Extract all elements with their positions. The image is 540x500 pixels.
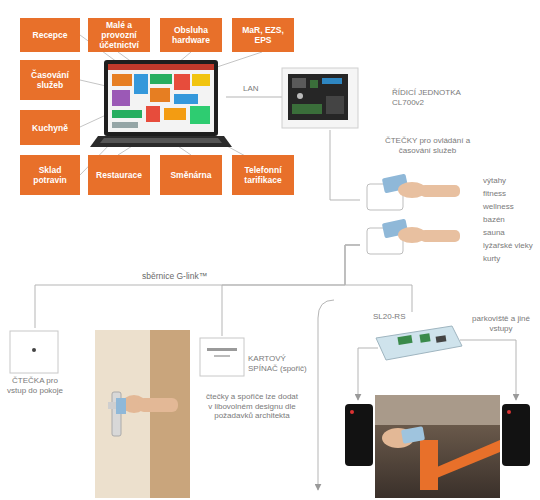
door-illustration [95,330,190,498]
sl20-board-illustration [376,326,462,360]
control-unit-illustration [282,68,358,128]
module-box: Restaurace [88,155,150,195]
module-box: Recepce [20,18,80,52]
service-label: výtahy [483,176,506,186]
device-node: ŘÍDICÍ JEDNOTKA CL700v2 [278,66,483,130]
module-box: Obsluha hardware [160,18,222,52]
module-name: Směnárna [170,170,211,180]
reader-wire [358,348,378,400]
device-node: SL20-RS [365,312,465,364]
module-name: Sklad potravin [23,165,77,185]
device-caption: ČTEČKY pro ovládání a časování služeb [380,136,475,155]
lan-line [226,97,282,98]
note-text: čtečky a spořiče lze dodat v libovolném … [203,392,301,421]
device-node: ČTEČKY pro ovládání a časování služeb [360,134,480,266]
card-switch-illustration [200,338,244,376]
parking-readers [345,404,530,466]
service-label: kurty [483,254,500,264]
module-box: MaR, EZS, EPS [232,18,294,52]
service-label: lyžařské vleky [483,241,533,251]
module-name: Restaurace [96,170,142,180]
bus-line [35,245,360,328]
reader-wire [460,340,516,400]
service-label: parkoviště a jiné vstupy [468,314,534,333]
bus-line [345,245,412,312]
bus-line [330,130,360,200]
laptop-illustration [90,60,232,147]
module-box: Kuchyně [20,110,80,145]
device-caption: ČTEČKA pro vstup do pokoje [5,376,65,395]
bus-line [222,245,360,336]
device-caption: SL20-RS [373,312,433,322]
module-box: Směnárna [160,155,222,195]
module-name: Recepce [33,30,68,40]
room-reader-illustration [10,331,58,373]
network-label: LAN [243,84,259,94]
bus-label: sběrnice G-link™ [142,272,207,282]
module-box: Malé a provozní účetnictví [88,18,150,52]
service-readers-illustration [367,174,460,254]
device-node: KARTOVÝ SPÍNAČ (spořič) [198,336,310,380]
leader-lines [80,35,262,175]
module-name: Obsluha hardware [163,25,219,45]
module-name: Malé a provozní účetnictví [91,20,147,50]
module-name: Kuchyně [32,123,68,133]
service-label: wellness [483,202,514,212]
device-caption: KARTOVÝ SPÍNAČ (spořič) [248,354,308,373]
device-node: ČTEČKA pro vstup do pokoje [5,328,67,420]
module-box: Sklad potravin [20,155,80,195]
module-name: MaR, EZS, EPS [235,25,291,45]
service-label: bazén [483,215,505,225]
service-label: sauna [483,228,505,238]
module-name: Časování služeb [23,70,77,90]
module-box: Telefonní tarifikace [232,155,294,195]
device-caption: ŘÍDICÍ JEDNOTKA CL700v2 [392,88,478,107]
parking-photo [375,395,500,498]
module-name: Telefonní tarifikace [235,165,291,185]
down-arrow [318,300,334,490]
service-label: fitness [483,189,506,199]
module-box: Časování služeb [20,60,80,100]
